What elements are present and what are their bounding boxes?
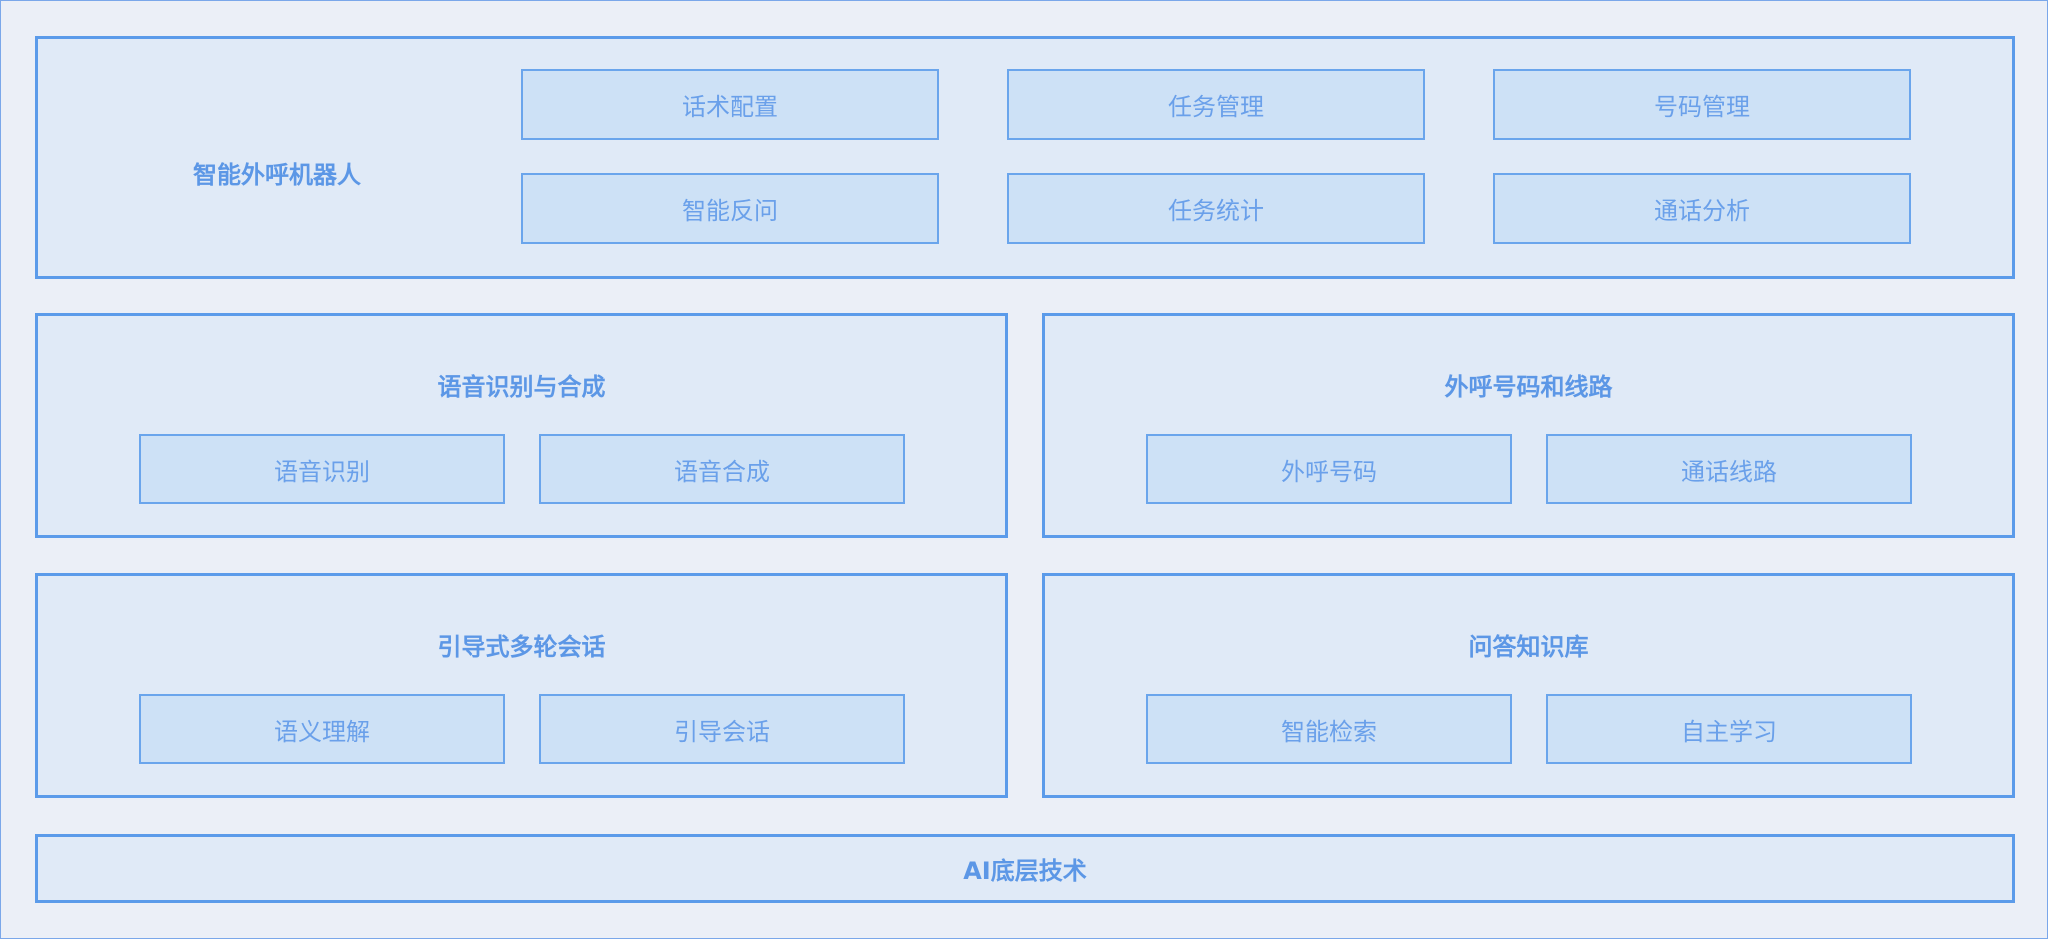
- module-task-statistics: 任务统计: [1007, 173, 1425, 244]
- panel-title-speech: 语音识别与合成: [437, 373, 606, 401]
- panel-guided-dialog: [35, 573, 1008, 798]
- module-self-learning: 自主学习: [1546, 694, 1912, 764]
- module-speech-recognition: 语音识别: [139, 434, 505, 504]
- panel-numbers-lines: [1042, 313, 2015, 538]
- module-call-line: 通话线路: [1546, 434, 1912, 504]
- panel-title-guided-dialog: 引导式多轮会话: [437, 633, 606, 661]
- ai-foundation-label: AI底层技术: [963, 857, 1087, 885]
- module-smart-search: 智能检索: [1146, 694, 1512, 764]
- module-semantic-understanding: 语义理解: [139, 694, 505, 764]
- panel-title-outbound-robot: 智能外呼机器人: [193, 161, 361, 189]
- module-outbound-number: 外呼号码: [1146, 434, 1512, 504]
- panel-ai-foundation: AI底层技术: [35, 834, 2015, 903]
- module-guided-conversation: 引导会话: [539, 694, 905, 764]
- module-script-config: 话术配置: [521, 69, 939, 140]
- module-number-management: 号码管理: [1493, 69, 1911, 140]
- panel-qa-knowledge-base: [1042, 573, 2015, 798]
- module-call-analysis: 通话分析: [1493, 173, 1911, 244]
- panel-title-qa-knowledge-base: 问答知识库: [1468, 633, 1589, 661]
- module-smart-query: 智能反问: [521, 173, 939, 244]
- panel-title-numbers-lines: 外呼号码和线路: [1444, 373, 1613, 401]
- module-task-management: 任务管理: [1007, 69, 1425, 140]
- module-speech-synthesis: 语音合成: [539, 434, 905, 504]
- panel-speech: [35, 313, 1008, 538]
